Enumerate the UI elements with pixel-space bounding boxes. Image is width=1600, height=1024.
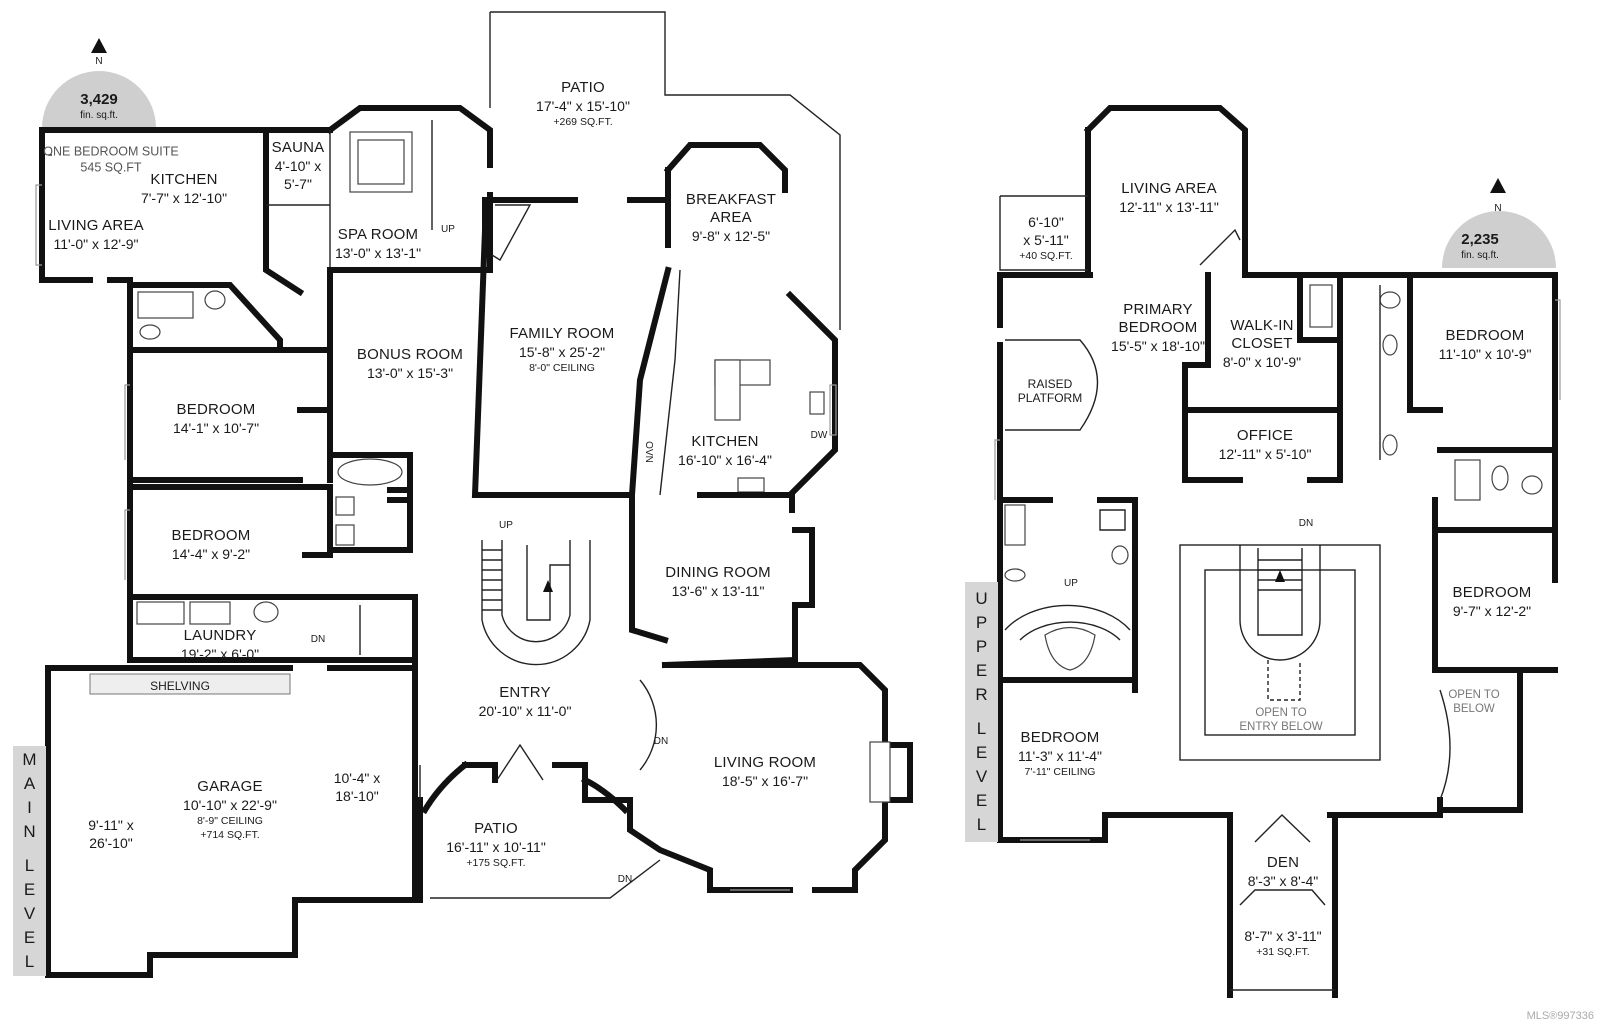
upper-area-unit: fin. sq.ft.: [1461, 250, 1499, 261]
north-compass-main: [42, 38, 156, 128]
mls-watermark: MLS®997336: [1526, 1010, 1594, 1022]
suite-area: 545 SQ.FT: [80, 160, 142, 175]
compass-north-upper: N: [1494, 203, 1502, 214]
oven-mark: OVN: [643, 441, 654, 463]
room-den-bay: 8'-7" x 3'-11"+31 SQ.FT.: [1244, 928, 1322, 958]
main-area-total: 3,429: [80, 91, 118, 108]
garage-dn-mark: DN: [310, 634, 326, 645]
kitchen-walls: [628, 142, 838, 499]
main-area-unit: fin. sq.ft.: [80, 110, 118, 121]
spa-walls: [266, 105, 493, 273]
room-balcony: 6'-10"x 5'-11"+40 SQ.FT.: [1019, 214, 1073, 262]
stair-up-mark: UP: [499, 520, 513, 531]
patio-dn-mark: DN: [617, 874, 633, 885]
entry-walls: [412, 657, 421, 800]
compass-north-main: N: [95, 56, 103, 67]
family-room-walls: [471, 197, 671, 498]
north-compass-upper: [1442, 178, 1556, 268]
upper-walls: [997, 105, 1558, 998]
suite-label: ONE BEDROOM SUITE: [43, 144, 179, 159]
spa-up-mark: UP: [441, 224, 455, 235]
suite-walls: [39, 127, 333, 297]
patio-top-outline: [489, 11, 841, 330]
living-dn-mark: DN: [653, 736, 669, 747]
upper-dn-mark: DN: [1298, 518, 1314, 529]
living-room-walls: [627, 662, 913, 893]
patio-bottom-walls: [417, 743, 661, 903]
upper-area-total: 2,235: [1461, 231, 1499, 248]
dining-walls: [629, 492, 815, 669]
main-stair: [481, 540, 591, 666]
dishwasher-mark: DW: [810, 430, 828, 441]
laundry-walls: [127, 594, 418, 663]
window-marks: [35, 184, 1561, 891]
shelving-label: SHELVING: [150, 679, 210, 693]
upper-up-mark: UP: [1064, 578, 1078, 589]
